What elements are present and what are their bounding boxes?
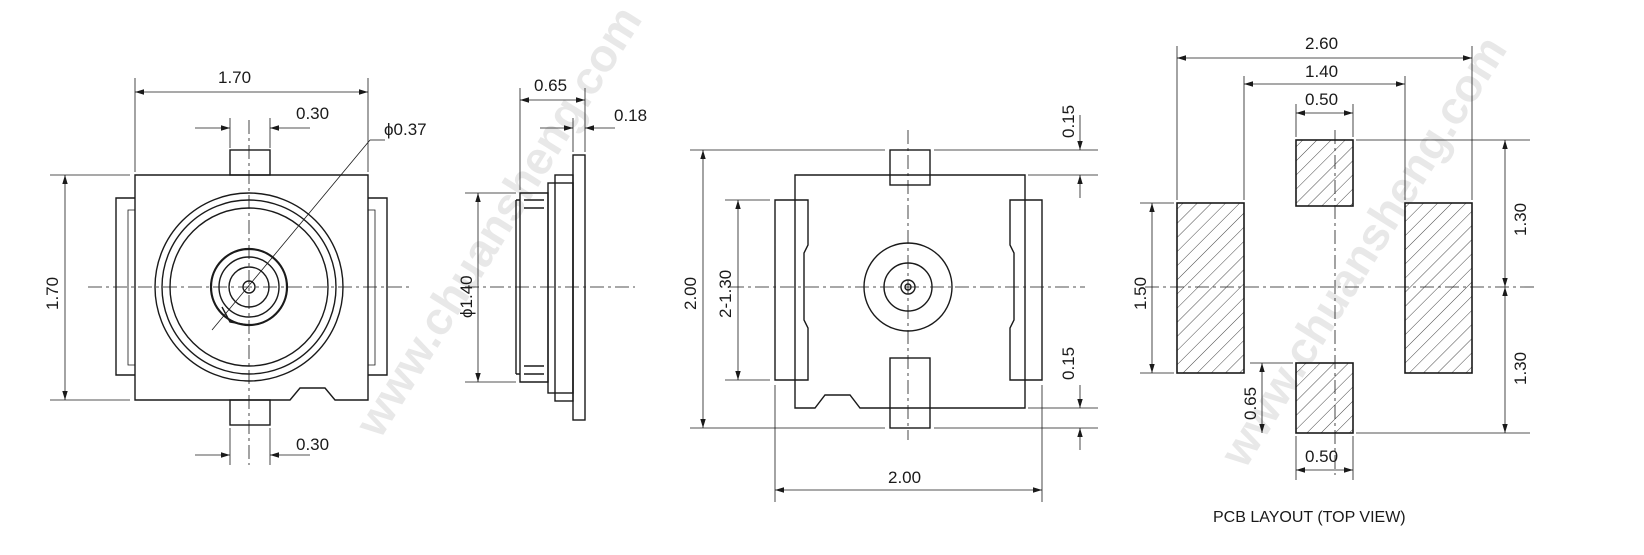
bottom-pad-pitch-label: 2-1.30	[716, 270, 735, 318]
pcb-pad-right	[1404, 202, 1473, 374]
front-height-label: 1.70	[43, 277, 62, 310]
pcb-layout	[1140, 46, 1535, 480]
pcb-pad-top	[1295, 139, 1354, 207]
pcb-top-pad-label: 0.50	[1305, 90, 1338, 109]
pcb-side-height-label: 1.50	[1131, 277, 1150, 310]
front-bottom-pin-label: 0.30	[296, 435, 329, 454]
pcb-bottom-pad-label: 0.50	[1305, 447, 1338, 466]
pcb-pad-bottom	[1295, 362, 1354, 434]
pcb-inner-label: 1.40	[1305, 62, 1338, 81]
bottom-view	[690, 115, 1098, 502]
bottom-height-label: 2.00	[681, 277, 700, 310]
side-depth-label: 0.65	[534, 76, 567, 95]
pcb-overall-label: 2.60	[1305, 34, 1338, 53]
pcb-caption: PCB LAYOUT (TOP VIEW)	[1213, 509, 1406, 526]
front-width-label: 1.70	[218, 68, 251, 87]
pcb-upper-label: 1.30	[1511, 203, 1530, 236]
front-top-pin-label: 0.30	[296, 104, 329, 123]
bottom-pad-bottom-label: 0.15	[1059, 347, 1078, 380]
pcb-offset-label: 0.65	[1241, 387, 1260, 420]
side-flange-label: 0.18	[614, 106, 647, 125]
bottom-width-label: 2.00	[888, 468, 921, 487]
watermark-text-1: www.chuansheng.com	[344, 0, 652, 446]
side-dia-label: ϕ1.40	[457, 275, 476, 318]
pcb-lower-label: 1.30	[1511, 352, 1530, 385]
front-pin-dia-label: ϕ0.37	[384, 120, 427, 139]
pcb-pad-left	[1176, 202, 1245, 374]
bottom-pad-top-label: 0.15	[1059, 105, 1078, 138]
front-view	[50, 78, 410, 465]
side-view	[465, 88, 635, 421]
